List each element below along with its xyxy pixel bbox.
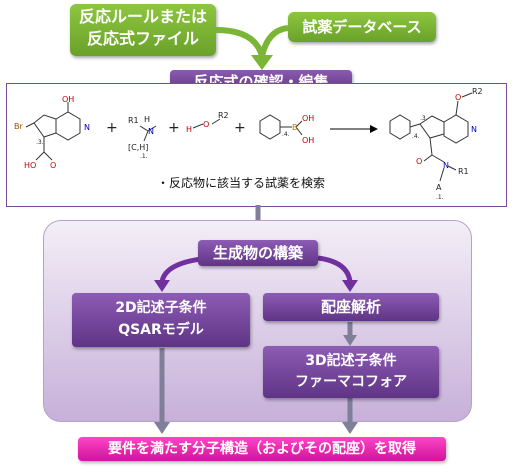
arrow-to-3d — [343, 335, 357, 346]
label-boron-oh2: OH — [302, 136, 314, 145]
label-pyridine-n: N — [84, 123, 90, 132]
plus-3: + — [234, 120, 246, 136]
label-boron: B — [292, 123, 298, 132]
descriptor-2d-box: 2D記述子条件 QSARモデル — [72, 293, 250, 347]
label-r1: R1 — [128, 116, 139, 125]
arrow-to-conformer — [342, 280, 358, 292]
conformer-label: 配座解析 — [320, 298, 381, 316]
label-cooh-oh: HO — [24, 161, 36, 170]
label-product-r1: R1 — [458, 167, 469, 176]
label-ch: [C,H] — [128, 143, 148, 152]
reaction-scheme: OH Br .3. O HO N + R1 H N [C,H] .1. + H … — [14, 87, 483, 201]
label-r2-h: H — [186, 125, 192, 134]
phenyl-ring — [259, 114, 281, 140]
reaction-arrowhead — [370, 125, 378, 133]
arrow-to-2d — [154, 280, 170, 292]
label-pos4: .4. — [282, 131, 290, 138]
label-boron-oh1: OH — [302, 114, 314, 123]
plus-2: + — [168, 120, 180, 136]
reaction-file-box: 反応ルールまたは 反応式ファイル — [70, 4, 216, 56]
label-product-r2: R2 — [472, 87, 483, 96]
reaction-file-line2: 反応式ファイル — [86, 29, 199, 48]
label-product-pos4: .4. — [412, 133, 420, 140]
label-cooh-o: O — [50, 161, 56, 170]
product-phenyl-ring — [389, 114, 411, 140]
build-products-box: 生成物の構築 — [198, 240, 318, 266]
descriptor-3d-line1: 3D記述子条件 — [305, 353, 397, 369]
reagent-db-box: 試薬データベース — [288, 12, 436, 42]
arrow-3d-to-result — [342, 422, 358, 434]
merge-arrows — [215, 25, 289, 70]
descriptor-2d-line1: 2D記述子条件 — [115, 300, 207, 316]
label-product-o2: O — [416, 157, 422, 166]
label-r2: R2 — [218, 111, 229, 120]
label-product-pyridine-n: N — [471, 125, 477, 134]
search-note: ・反応物に該当する試薬を検索 — [157, 175, 325, 190]
arrow-2d-to-result — [154, 422, 170, 434]
result-label: 要件を満たす分子構造（およびその配座）を取得 — [108, 441, 416, 457]
label-br: Br — [14, 122, 23, 131]
label-amine-n: N — [148, 127, 154, 136]
descriptor-3d-box: 3D記述子条件 ファーマコフォア — [263, 346, 439, 398]
label-product-pos3: .3. — [420, 115, 428, 122]
label-r2-o: O — [203, 120, 209, 129]
plus-1: + — [106, 120, 118, 136]
label-oh-top: OH — [62, 95, 74, 104]
reaction-panel — [6, 83, 507, 207]
build-products-label: 生成物の構築 — [212, 244, 303, 262]
result-bar: 要件を満たす分子構造（およびその配座）を取得 — [78, 437, 446, 461]
reagent-db-label: 試薬データベース — [302, 18, 422, 36]
label-h: H — [144, 115, 150, 124]
label-pos3-left: .3. — [36, 139, 44, 146]
label-product-a: A — [436, 183, 442, 192]
label-product-pos1: .1. — [436, 194, 444, 201]
label-pos1a: .1. — [140, 153, 148, 160]
conformer-box: 配座解析 — [263, 293, 439, 321]
merge-arrowhead — [251, 55, 273, 70]
label-product-amide-n: N — [443, 161, 449, 170]
descriptor-3d-line2: ファーマコフォア — [295, 374, 407, 390]
reaction-file-line1: 反応ルールまたは — [78, 7, 207, 26]
descriptor-2d-line2: QSARモデル — [118, 322, 204, 338]
label-product-o: O — [455, 93, 461, 102]
